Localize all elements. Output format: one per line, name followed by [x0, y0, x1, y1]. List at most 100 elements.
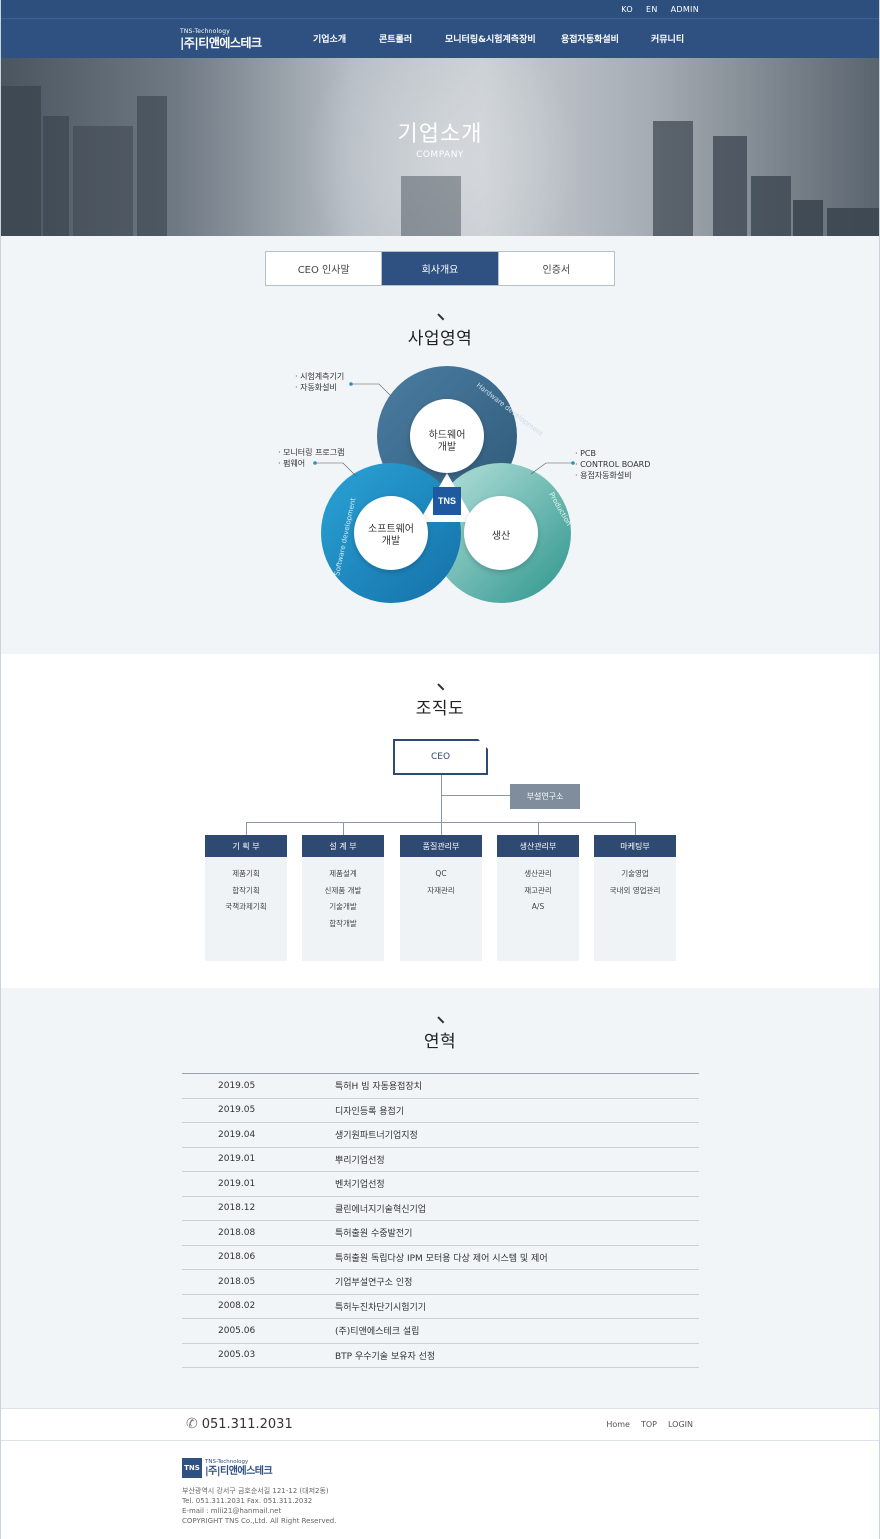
ceo-label: CEO [430, 752, 451, 762]
hero-glow [301, 58, 581, 236]
nav-item-community[interactable]: 커뮤니티 [651, 35, 685, 45]
hardware-notes: · 시험계측기기 · 자동화설비 [295, 371, 344, 393]
dept-item: 제품기획 [232, 869, 260, 878]
footer-logo-korean: |주|티앤에스테크 [205, 1465, 273, 1477]
org-connector [441, 795, 510, 796]
dept-item: 기술영업 [621, 869, 649, 878]
utility-bar: KO EN ADMIN [1, 0, 879, 18]
footer-links: Home TOP LOGIN [606, 1420, 693, 1429]
connector-dot [349, 382, 353, 386]
production-connector [530, 462, 573, 475]
building-shape [43, 116, 69, 236]
section-mark-icon [437, 683, 445, 691]
dept-item: 신제품 개발 [324, 885, 362, 895]
software-note: · 펌웨어 [278, 459, 306, 468]
dept-body: 제품기획 합작기획 국책과제기획 [205, 857, 287, 961]
business-title: 사업영역 [407, 329, 473, 349]
history-text: (주)티앤에스테크 설립 [335, 1327, 420, 1338]
dept-header: 설 계 부 [302, 835, 384, 857]
tab-company-overview[interactable]: 회사개요 [382, 252, 499, 285]
footer-logo-english: TNS-Technology [205, 1458, 249, 1465]
footer-copyright: COPYRIGHT TNS Co.,Ltd. All Right Reserve… [182, 1517, 337, 1525]
history-date: 2019.05 [218, 1105, 256, 1116]
production-note: · CONTROL BOARD [575, 460, 651, 469]
dept-body: 생산관리 재고관리 A/S [497, 857, 579, 961]
footer-address-block: 부산광역시 강서구 금호순서길 121-12 (대저2동) Tel. 051.3… [182, 1486, 336, 1526]
footer-login-link[interactable]: LOGIN [667, 1420, 693, 1429]
hero-subtitle: COMPANY [416, 150, 464, 160]
history-text: 기업부설연구소 인정 [335, 1278, 413, 1289]
history-date: 2018.12 [218, 1203, 256, 1214]
building-shape [751, 176, 791, 236]
building-shape [653, 121, 693, 236]
history-date: 2008.02 [218, 1301, 256, 1312]
history-text: 특허출원 수중발전기 [335, 1229, 413, 1240]
dept-item: 국내외 영업관리 [609, 885, 661, 895]
logo-english: TNS-Technology [180, 27, 230, 35]
lang-ko-link[interactable]: KO [621, 4, 633, 14]
org-connector [538, 822, 539, 835]
software-label-2: 개발 [382, 535, 400, 547]
nav-item-controller[interactable]: 콘트롤러 [379, 35, 413, 45]
footer-info: TNS TNS-Technology |주|티앤에스테크 부산광역시 강서구 금… [1, 1441, 879, 1539]
footer-email: E-mail : mlii21@hanmail.net [182, 1507, 282, 1515]
research-lab-box: 부설연구소 [510, 784, 580, 809]
business-venn-diagram: TNS 하드웨어 개발 소프트웨어 개발 생산 Hardware develop… [313, 366, 575, 603]
hardware-label-2: 개발 [438, 441, 456, 453]
history-date: 2005.03 [218, 1350, 256, 1361]
footer-tel: Tel. 051.311.2031 Fax. 051.311.2032 [182, 1497, 313, 1505]
dept-item: 합작개발 [329, 918, 357, 928]
hardware-core [410, 399, 484, 473]
hardware-connector [351, 383, 392, 397]
nav-item-monitoring[interactable]: 모니터링&시험계측장비 [445, 35, 536, 45]
production-label: 생산 [492, 530, 510, 542]
phone-number: 051.311.2031 [201, 1416, 293, 1432]
tns-logo-mark [433, 487, 461, 515]
footer-top-link[interactable]: TOP [640, 1420, 657, 1429]
history-text: 생기원파트너기업지정 [335, 1131, 418, 1142]
footer-home-link[interactable]: Home [606, 1420, 630, 1429]
hero-title: 기업소개 [397, 122, 483, 147]
history-date: 2019.01 [218, 1154, 256, 1165]
main-header: TNS-Technology |주|티앤에스테크 기업소개 콘트롤러 모니터링&… [1, 18, 879, 58]
main-nav: 기업소개 콘트롤러 모니터링&시험계측장비 용접자동화설비 커뮤니티 [313, 32, 711, 45]
tab-certificates[interactable]: 인증서 [542, 265, 571, 276]
dept-production: 생산관리부 생산관리 재고관리 A/S [497, 835, 579, 961]
history-date: 2018.06 [218, 1252, 256, 1263]
production-core [464, 496, 538, 570]
footer-phone: ✆ 051.311.2031 [186, 1416, 293, 1432]
dept-item: QC [435, 869, 447, 878]
dept-body: 제품설계 신제품 개발 기술개발 합작개발 [302, 857, 384, 961]
nav-item-company[interactable]: 기업소개 [313, 35, 347, 45]
admin-link[interactable]: ADMIN [670, 4, 699, 14]
building-shape [1, 86, 41, 236]
lang-en-link[interactable]: EN [645, 4, 658, 14]
site-logo[interactable]: TNS-Technology |주|티앤에스테크 [180, 28, 280, 50]
history-text: 특허출원 독립다상 IPM 모터용 다상 제어 시스템 및 제어 [335, 1253, 548, 1264]
history-date: 2018.08 [218, 1227, 256, 1238]
dept-header: 품질관리부 [400, 835, 482, 857]
history-date: 2019.04 [218, 1129, 256, 1140]
org-connector [635, 822, 636, 835]
history-date: 2019.05 [218, 1080, 256, 1091]
dept-item: 생산관리 [524, 869, 552, 878]
connector-dot [313, 461, 317, 465]
nav-item-welding[interactable]: 용접자동화설비 [561, 35, 619, 45]
history-date: 2018.05 [218, 1276, 256, 1287]
production-note: · 용접자동화설비 [575, 471, 632, 480]
org-connector [246, 822, 247, 835]
history-row: 2018.08 특허출원 수중발전기 [182, 1221, 699, 1246]
dept-body: 기술영업 국내외 영업관리 [594, 857, 676, 961]
hardware-note: · 시험계측기기 [295, 372, 345, 381]
tab-ceo-greeting[interactable]: CEO 인사말 [266, 252, 383, 285]
dept-marketing: 마케팅부 기술영업 국내외 영업관리 [594, 835, 676, 961]
history-row: 2018.06 특허출원 독립다상 IPM 모터용 다상 제어 시스템 및 제어 [182, 1246, 699, 1270]
history-date: 2019.01 [218, 1178, 256, 1189]
